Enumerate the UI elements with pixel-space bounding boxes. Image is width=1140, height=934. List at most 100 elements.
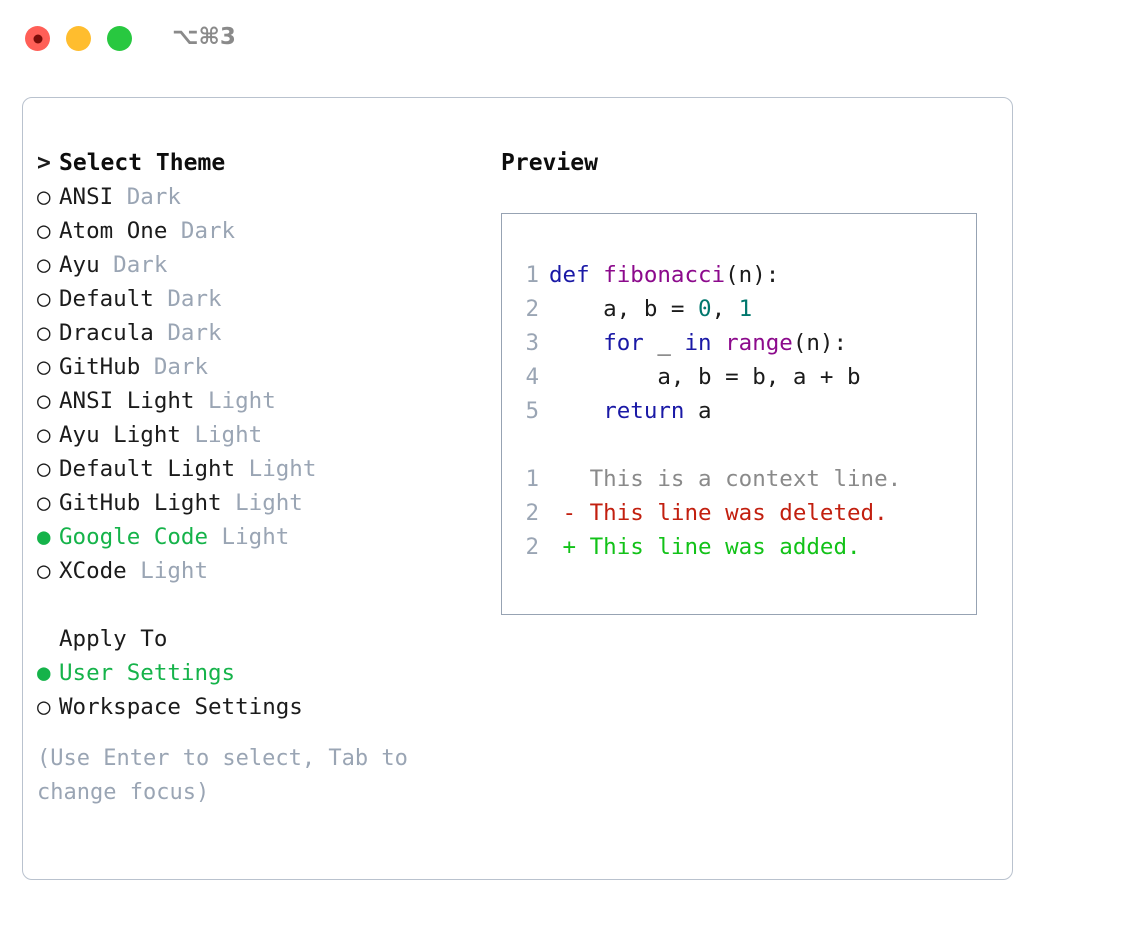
theme-list-item[interactable]: ○ Ayu Light Light [37,418,487,452]
radio-unselected-icon: ○ [37,422,51,448]
line-number: 4 [525,364,539,390]
theme-list-item[interactable]: ○ Default Dark [37,282,487,316]
theme-name-label: ANSI Light [59,388,195,414]
apply-to-heading: Apply To [37,622,487,656]
code-line: 5 return a [515,394,901,428]
code-token: _ [643,330,685,356]
theme-list-item[interactable]: ○Atom One Dark [37,214,487,248]
maximize-button-icon[interactable] [107,26,132,51]
theme-name-label: GitHub [59,354,141,380]
code-token: (n): [725,262,780,288]
theme-variant-tag: Dark [140,354,209,380]
line-number: 2 [525,534,539,560]
code-token: a, b = [549,296,699,322]
theme-name-label: ANSI [59,184,114,210]
code-line: 4 a, b = b, a + b [515,360,901,394]
theme-list-item[interactable]: ○ ANSI Light Light [37,384,487,418]
theme-list-item[interactable]: ○Dracula Dark [37,316,487,350]
code-token: range [725,330,793,356]
code-line: 2 a, b = 0, 1 [515,292,901,326]
radio-unselected-icon: ○ [37,218,51,244]
theme-name-label: Ayu [59,252,100,278]
diff-line-text: + This line was added. [549,534,861,560]
diff-line: 1 This is a context line. [515,462,901,496]
preview-title: Preview [501,150,598,176]
line-number: 1 [525,262,539,288]
code-token: a, b = b, a + b [549,364,861,390]
theme-name-label: GitHub Light [59,490,222,516]
radio-selected-icon: ● [37,524,51,550]
close-dot-inner [33,34,42,43]
code-token [549,330,603,356]
apply-to-item[interactable]: ● User Settings [37,656,487,690]
line-number: 1 [525,466,539,492]
code-token: 1 [738,296,753,322]
radio-unselected-icon: ○ [37,694,51,720]
code-token [590,262,604,288]
theme-list-item[interactable]: ○Default Light Light [37,452,487,486]
theme-variant-tag: Light [194,388,276,414]
line-number: 3 [525,330,539,356]
radio-unselected-icon: ○ [37,286,51,312]
theme-name-label: Google Code [59,524,209,550]
diff-line-text: This is a context line. [549,466,902,492]
code-token: def [549,262,590,288]
radio-unselected-icon: ○ [37,320,51,346]
theme-list-item[interactable]: ○ Ayu Dark [37,248,487,282]
theme-list-item[interactable]: ○ XCode Light [37,554,487,588]
code-token [549,398,603,424]
theme-variant-tag: Dark [153,286,222,312]
theme-variant-tag: Light [180,422,263,448]
radio-unselected-icon: ○ [37,558,51,584]
radio-unselected-icon: ○ [37,456,51,482]
theme-variant-tag: Light [126,558,209,584]
code-token: a [684,398,712,424]
radio-unselected-icon: ○ [37,184,51,210]
theme-variant-tag: Dark [113,184,181,210]
theme-variant-tag: Dark [99,252,168,278]
radio-selected-icon: ● [37,660,51,686]
code-line: 1 def fibonacci(n): [515,258,901,292]
section-spacer [37,588,487,622]
code-token: in [684,330,712,356]
apply-to-label: User Settings [59,660,236,686]
radio-unselected-icon: ○ [37,388,51,414]
code-token [712,330,726,356]
theme-name-label: Ayu Light [59,422,181,448]
theme-list-item[interactable]: ● Google Code Light [37,520,487,554]
code-token: for [603,330,644,356]
theme-variant-tag: Light [221,490,303,516]
theme-variant-tag: Light [208,524,290,550]
diff-line: 2 - This line was deleted. [515,496,901,530]
theme-list-item[interactable]: ○GitHub Dark [37,350,487,384]
minimize-button-icon[interactable] [66,26,91,51]
main-panel: >Select Theme ○ANSI Dark○Atom One Dark○A… [22,97,1013,880]
title-bar: ⌥⌘3 [0,0,1140,78]
theme-list-item[interactable]: ○ GitHub Light Light [37,486,487,520]
diff-line-text: - This line was deleted. [549,500,888,526]
theme-list-item[interactable]: ○ ANSI Dark [37,180,487,214]
code-token: return [603,398,685,424]
code-diff-separator [515,428,901,462]
radio-unselected-icon: ○ [37,490,51,516]
apply-to-item[interactable]: ○Workspace Settings [37,690,487,724]
select-theme-heading: >Select Theme [37,146,487,180]
theme-name-label: XCode [59,558,127,584]
code-token: , [711,296,739,322]
code-token: fibonacci [603,262,726,288]
close-button-icon[interactable] [25,26,50,51]
prompt-caret-icon: > [37,150,51,176]
apply-to-list: ● User Settings ○Workspace Settings [37,656,487,724]
radio-unselected-icon: ○ [37,252,51,278]
theme-name-label: Default [59,286,154,312]
theme-list: ○ANSI Dark○Atom One Dark○Ayu Dark○Defaul… [37,180,487,588]
help-text: (Use Enter to select, Tab to change focu… [37,746,408,805]
diff-line: 2 + This line was added. [515,530,901,564]
line-number: 5 [525,398,539,424]
theme-variant-tag: Dark [167,218,236,244]
code-token: (n): [792,330,848,356]
